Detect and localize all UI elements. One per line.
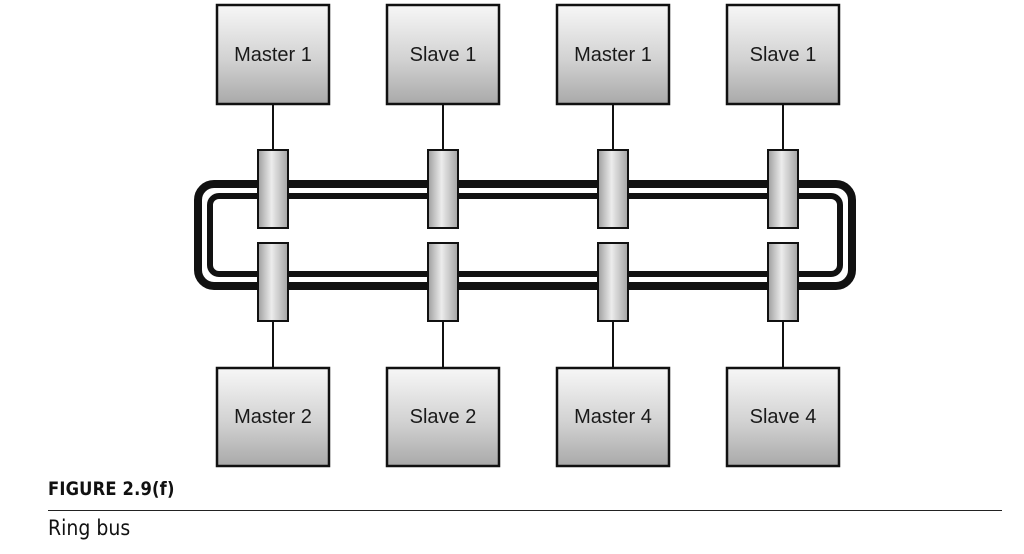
node-label: Slave 1 xyxy=(750,44,817,66)
node-label: Slave 4 xyxy=(750,406,817,428)
node-box: Slave 1 xyxy=(725,3,841,106)
bus-tap-top xyxy=(597,149,629,229)
node-box: Master 1 xyxy=(555,3,671,106)
bus-tap-bottom xyxy=(427,242,459,322)
caption-divider xyxy=(48,510,1002,511)
figure-number: FIGURE 2.9(f) xyxy=(48,478,175,500)
bus-tap-bottom xyxy=(597,242,629,322)
top-nodes: Master 1 Slave 1 Master 1 Slave 1 xyxy=(215,3,841,106)
node-box: Slave 2 xyxy=(385,366,501,468)
node-box: Slave 4 xyxy=(725,366,841,468)
node-box: Master 4 xyxy=(555,366,671,468)
node-label: Slave 2 xyxy=(410,406,477,428)
node-label: Master 2 xyxy=(234,406,312,428)
connector-lines xyxy=(272,104,784,368)
bottom-nodes: Master 2 Slave 2 Master 4 Slave 4 xyxy=(215,366,841,468)
figure-caption: Ring bus xyxy=(48,516,131,540)
node-label: Master 1 xyxy=(574,44,652,66)
ring-bus-inner-loop xyxy=(207,193,843,277)
ring-bus xyxy=(194,180,856,290)
bus-tap-top xyxy=(427,149,459,229)
node-box: Master 2 xyxy=(215,366,331,468)
ring-bus-outer-loop xyxy=(194,180,856,290)
node-label: Master 1 xyxy=(234,44,312,66)
node-label: Slave 1 xyxy=(410,44,477,66)
bus-tap-bottom xyxy=(257,242,289,322)
node-box: Master 1 xyxy=(215,3,331,106)
bus-tap-top xyxy=(767,149,799,229)
bus-taps xyxy=(257,149,799,322)
node-box: Slave 1 xyxy=(385,3,501,106)
bus-tap-top xyxy=(257,149,289,229)
bus-tap-bottom xyxy=(767,242,799,322)
node-label: Master 4 xyxy=(574,406,652,428)
